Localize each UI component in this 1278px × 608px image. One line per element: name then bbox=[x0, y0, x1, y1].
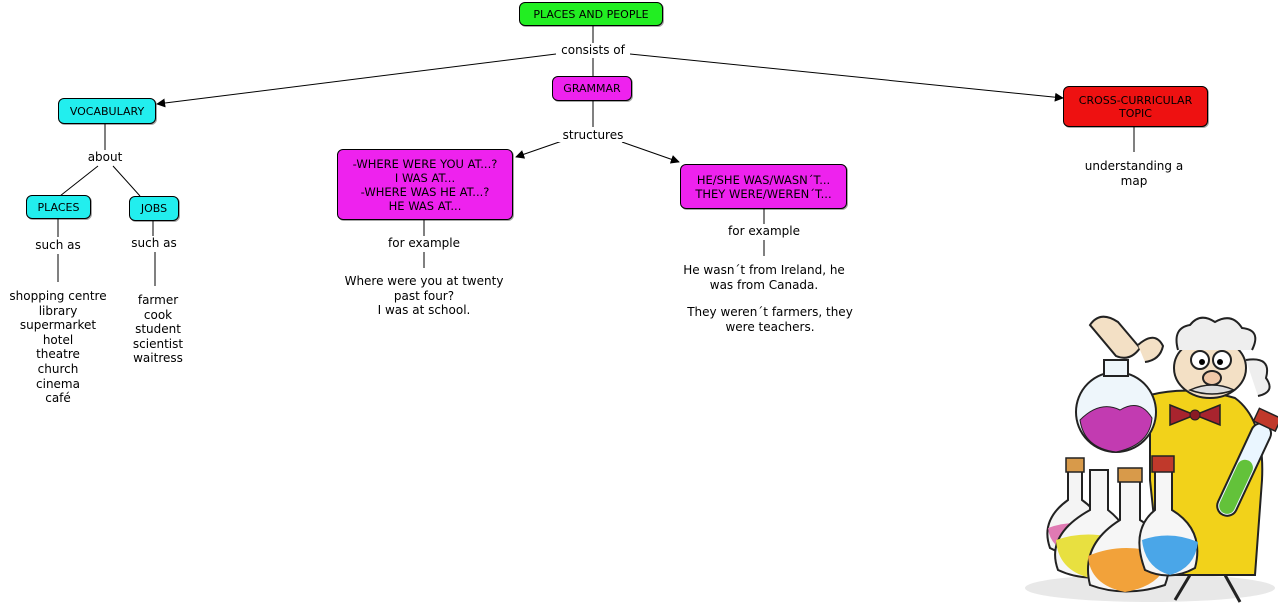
node-cross-curricular-topic[interactable]: CROSS-CURRICULAR TOPIC bbox=[1063, 86, 1208, 127]
jobs-list-item: waitress bbox=[133, 351, 183, 366]
node-vocabulary[interactable]: VOCABULARY bbox=[58, 98, 156, 124]
node-places-and-people[interactable]: PLACES AND PEOPLE bbox=[519, 2, 663, 26]
link-places-such-as: such as bbox=[30, 238, 86, 252]
jobs-list-item: student bbox=[135, 322, 181, 337]
jobs-list-item: cook bbox=[143, 307, 173, 322]
example-line: They weren´t farmers, they bbox=[687, 305, 853, 319]
example-line: He wasn´t from Ireland, he bbox=[683, 263, 845, 277]
places-list-item: theatre bbox=[36, 347, 80, 362]
places-list-item: café bbox=[45, 391, 71, 406]
example-line: was from Canada. bbox=[709, 277, 819, 292]
node-grammar-questions[interactable]: -WHERE WERE YOU AT...? I WAS AT... -WHER… bbox=[337, 149, 513, 220]
example-line: map bbox=[1120, 173, 1148, 188]
places-list-item: shopping centre bbox=[9, 289, 107, 303]
link-about: about bbox=[84, 150, 126, 164]
arrow-to-vocabulary bbox=[156, 53, 557, 108]
places-list-item: hotel bbox=[42, 332, 74, 347]
node-places[interactable]: PLACES bbox=[26, 195, 91, 219]
places-list-item: cinema bbox=[36, 376, 80, 391]
jobs-list-item: scientist bbox=[132, 336, 184, 351]
arrow-to-statements bbox=[621, 141, 680, 164]
example-line: past four? bbox=[393, 288, 455, 303]
link-questions-for-example: for example bbox=[383, 236, 465, 250]
scientist-with-flasks-icon bbox=[1025, 315, 1278, 603]
connector-about-places bbox=[59, 165, 99, 197]
link-structures: structures bbox=[557, 128, 629, 142]
link-statements-for-example: for example bbox=[723, 224, 805, 238]
node-grammar-statements[interactable]: HE/SHE WAS/WASN´T... THEY WERE/WEREN´T..… bbox=[680, 164, 847, 209]
node-grammar[interactable]: GRAMMAR bbox=[552, 76, 632, 101]
link-consists-of: consists of bbox=[556, 43, 630, 57]
places-list-item: supermarket bbox=[19, 318, 97, 333]
jobs-list-item: farmer bbox=[137, 293, 179, 307]
link-jobs-such-as: such as bbox=[126, 236, 182, 250]
connector-about-jobs bbox=[112, 165, 141, 197]
arrow-to-cross-curricular bbox=[629, 53, 1064, 102]
example-line: Where were you at twenty bbox=[344, 274, 504, 288]
node-jobs[interactable]: JOBS bbox=[129, 196, 179, 221]
example-line: understanding a bbox=[1084, 159, 1184, 173]
places-list-item: church bbox=[37, 361, 79, 376]
arrow-to-questions bbox=[515, 139, 566, 159]
example-line: were teachers. bbox=[725, 319, 815, 334]
example-line: I was at school. bbox=[377, 303, 471, 318]
places-list-item: library bbox=[38, 303, 78, 318]
